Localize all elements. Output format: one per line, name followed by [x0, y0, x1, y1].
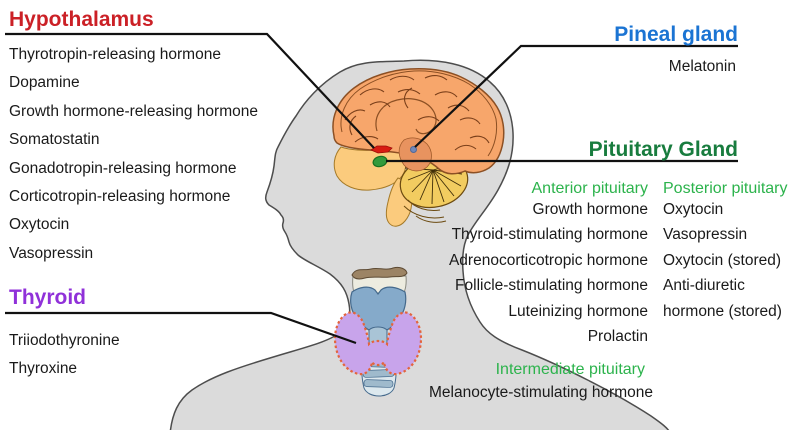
pineal-heading: Pineal gland — [614, 23, 738, 46]
anterior-pituitary-heading: Anterior pituitary — [531, 180, 649, 197]
intermediate-pituitary-hormone-list: Melanocyte-stimulating hormone — [429, 384, 653, 402]
hormone-item: Thyroxine — [9, 360, 78, 377]
pineal-hormone-list: Melatonin — [669, 58, 736, 76]
hormone-item: Anti-diuretic hormone (stored) — [663, 277, 782, 320]
hyoid-bone — [351, 266, 408, 280]
pituitary-heading: Pituitary Gland — [588, 138, 738, 161]
hormone-item: Melatonin — [668, 58, 736, 75]
hormone-item: Growth hormone-releasing hormone — [9, 102, 258, 120]
hypothalamus-leader-line — [5, 32, 375, 149]
pituitary-marker — [372, 155, 388, 168]
intermediate-pituitary-heading: Intermediate pituitary — [495, 361, 645, 378]
hormone-item: Growth hormone — [532, 201, 648, 218]
cortex-inner-line — [340, 70, 498, 157]
thyroid-heading: Thyroid — [9, 286, 86, 309]
hormone-item: Somatostatin — [9, 131, 100, 149]
head-silhouette — [169, 59, 670, 430]
thyroid-leader-line — [5, 311, 357, 345]
hypothalamus-marker — [370, 145, 393, 154]
hormone-item: Oxytocin — [663, 201, 724, 218]
hormone-item: Adrenocorticotropic hormone — [448, 251, 648, 269]
pineal-marker — [410, 146, 417, 153]
hormone-item: Thyrotropin-releasing hormone — [9, 46, 221, 63]
hormone-item: Vasopressin — [9, 244, 94, 262]
thyroid-gland — [333, 311, 423, 376]
anterior-pituitary-hormone-list: Growth hormone Thyroid-stimulating hormo… — [449, 197, 648, 349]
hormone-item: Oxytocin — [9, 216, 70, 234]
hormone-item: Thyroid-stimulating hormone — [451, 226, 648, 244]
thyroid-hormone-list: Triiodothyronine Thyroxine — [9, 327, 120, 383]
hormone-item: Follicle-stimulating hormone — [455, 277, 648, 295]
hormone-item: Melanocyte-stimulating hormone — [429, 384, 653, 401]
cricoid-cartilage — [368, 326, 388, 345]
hormone-item: Dopamine — [9, 74, 80, 92]
hormone-item: Corticotropin-releasing hormone — [9, 188, 231, 206]
corpus-callosum — [375, 98, 437, 135]
hormone-item: Gonadotropin-releasing hormone — [9, 159, 237, 177]
hypothalamus-heading: Hypothalamus — [9, 8, 154, 31]
posterior-pituitary-hormone-list: Oxytocin Vasopressin Oxytocin (stored) A… — [663, 197, 800, 324]
hormone-item: Prolactin — [587, 328, 648, 346]
hormone-item: Vasopressin — [663, 226, 748, 244]
brain-illustration — [332, 68, 505, 227]
hormone-item: Oxytocin (stored) — [663, 251, 782, 269]
posterior-pituitary-heading: Posterior pituitary — [663, 180, 788, 197]
hormone-item: Triiodothyronine — [9, 332, 120, 349]
hormone-item: Luteinizing hormone — [508, 302, 648, 320]
pineal-leader-line — [414, 44, 738, 148]
thyroid-illustration — [333, 266, 423, 397]
hypothalamus-hormone-list: Thyrotropin-releasing hormone Dopamine G… — [9, 41, 258, 268]
